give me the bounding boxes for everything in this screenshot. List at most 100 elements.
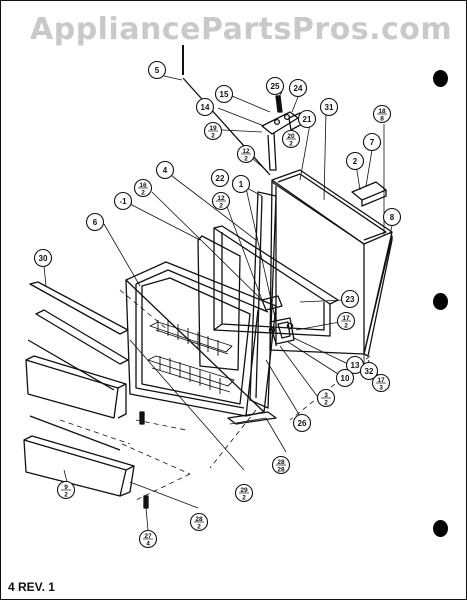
hinge-rod: [182, 45, 271, 176]
lower-hinge: [261, 295, 295, 345]
callout-29-2: 292: [234, 483, 254, 503]
callout-24: 24: [288, 78, 308, 98]
callout-2: 2: [345, 151, 365, 171]
callout-number: 19: [209, 125, 217, 132]
callout-12-2: 122: [211, 191, 231, 211]
callout-number: 28: [195, 516, 203, 523]
callout-14: 14: [195, 97, 215, 117]
callout-number: 23: [346, 295, 355, 304]
callout-number: 17: [342, 315, 350, 322]
callout-subnumber: 4: [146, 541, 150, 548]
callout-5: 5: [147, 60, 167, 80]
callout-number: 20: [287, 133, 295, 140]
callout--1: -1: [113, 191, 133, 211]
callout-number: 21: [303, 115, 312, 124]
door-bottom-strip: [227, 411, 277, 425]
callout-27-4: 274: [138, 529, 158, 549]
callout-subnumber: 2: [289, 141, 293, 148]
callout-9-2: 92: [56, 480, 76, 500]
callout-subnumber: 2: [219, 203, 223, 210]
alignment-lines: [59, 289, 371, 501]
callout-number: 15: [220, 90, 229, 99]
callout-10: 10: [335, 368, 355, 388]
binder-hole-middle: [433, 293, 448, 310]
screws: [139, 411, 149, 509]
callout-31: 31: [319, 97, 339, 117]
callout-number: 9: [64, 484, 68, 491]
callout-number: 14: [201, 103, 210, 112]
door-bin-upper: [25, 309, 129, 419]
callout-number: 2: [353, 157, 358, 166]
callout-subnumber: 2: [244, 156, 248, 163]
callout-number: 4: [163, 166, 168, 175]
callout-30: 30: [33, 248, 53, 268]
callout-16-2: 162: [133, 178, 153, 198]
watermark: AppliancePartsPros.com: [30, 12, 453, 47]
callout-number: 22: [216, 174, 225, 183]
callout-6: 6: [85, 212, 105, 232]
callout-number: 7: [370, 138, 375, 147]
callout-number: 29: [240, 487, 248, 494]
callout-4: 4: [155, 160, 175, 180]
callout-subnumber: 2: [141, 190, 145, 197]
callout-number: 24: [294, 84, 303, 93]
callout-12-2: 122: [236, 144, 256, 164]
callout-subnumber: 8: [380, 116, 384, 123]
callout-number: 12: [242, 148, 250, 155]
callout-32: 32: [359, 361, 379, 381]
callout-subnumber: 28: [277, 467, 285, 474]
callout-number: 5: [155, 66, 160, 75]
callout-number: 17: [377, 377, 385, 384]
callout-28-2: 282: [189, 512, 209, 532]
callout-number: 32: [365, 367, 374, 376]
top-trim: [271, 169, 393, 245]
callout-18-8: 188: [372, 104, 392, 124]
callout-number: 16: [139, 182, 147, 189]
callout-3-2: 32: [316, 388, 336, 408]
callout-17-2: 172: [336, 311, 356, 331]
callout-17-3: 173: [371, 373, 391, 393]
callout-number: 10: [341, 374, 350, 383]
callout-number: 3: [324, 392, 328, 399]
wire-shelf-upper: [149, 320, 233, 356]
callout-number: 18: [378, 108, 386, 115]
callout-21: 21: [297, 109, 317, 129]
callout-number: 12: [217, 195, 225, 202]
callout-number: 1: [239, 180, 244, 189]
callout-number: -1: [119, 197, 127, 206]
callout-number: 28: [277, 459, 285, 466]
callout-22: 22: [210, 168, 230, 188]
callout-subnumber: 2: [64, 492, 68, 499]
callout-20-2: 202: [281, 129, 301, 149]
callout-7: 7: [362, 132, 382, 152]
door-bin-lower: [23, 415, 135, 497]
callout-number: 26: [298, 419, 307, 428]
callout-subnumber: 2: [344, 323, 348, 330]
callout-number: 27: [144, 533, 152, 540]
binder-hole-top: [433, 70, 448, 87]
callout-23: 23: [340, 289, 360, 309]
callout-25: 25: [265, 76, 285, 96]
callout-number: 6: [93, 218, 98, 227]
binder-hole-bottom: [433, 520, 448, 537]
callout-15: 15: [214, 84, 234, 104]
callout-number: 31: [325, 103, 334, 112]
callout-number: 30: [39, 254, 48, 263]
callout-number: 8: [390, 213, 395, 222]
revision-label: 4 REV. 1: [8, 580, 55, 594]
callout-subnumber: 2: [211, 133, 215, 140]
breaker-strip: [29, 281, 129, 335]
callout-1: 1: [231, 174, 251, 194]
callout-subnumber: 2: [197, 524, 201, 531]
callout-subnumber: 2: [242, 495, 246, 502]
callout-19-2: 192: [203, 121, 223, 141]
callout-26: 26: [292, 413, 312, 433]
trim-clip: [351, 181, 387, 207]
top-hinge: [261, 95, 303, 171]
wire-shelf-lower: [147, 355, 235, 394]
callout-subnumber: 3: [379, 385, 383, 392]
callout-subnumber: 2: [324, 400, 328, 407]
